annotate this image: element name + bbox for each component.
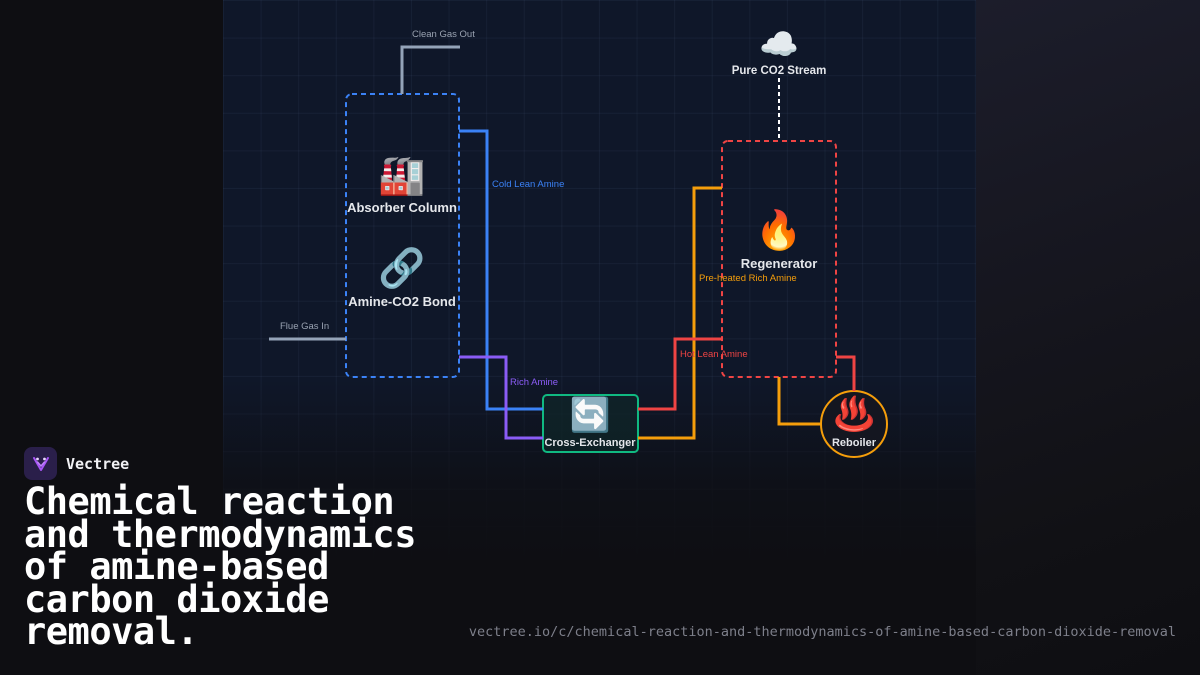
clean-gas-out-line (400, 45, 460, 94)
hot-lean-amine-line (638, 337, 722, 411)
regenerator-label: Regenerator (740, 256, 818, 271)
page-url[interactable]: vectree.io/c/chemical-reaction-and-therm… (468, 624, 1176, 640)
brand-name: Vectree (66, 454, 130, 473)
clean-gas-out-label: Clean Gas Out (412, 29, 475, 40)
background-gradient (976, 0, 1200, 675)
link-icon: 🔗 (378, 246, 426, 290)
cold-lean-amine-line (459, 129, 543, 411)
cross-exchanger-label: Cross-Exchanger (544, 437, 636, 449)
reboiler-return-line (777, 377, 821, 426)
cold-lean-amine-label: Cold Lean Amine (492, 179, 565, 190)
pure-co2-stream-label: Pure CO2 Stream (731, 65, 827, 77)
preheated-rich-amine-line (638, 186, 722, 440)
vectree-logo-icon (24, 447, 57, 480)
cross-exchanger-box (542, 394, 639, 453)
regenerator-reboiler-line (836, 355, 856, 391)
cycle-arrows-icon: 🔄 (569, 395, 611, 434)
hot-springs-icon: ♨️ (833, 394, 875, 433)
absorber-column-box (345, 93, 460, 378)
reboiler-label: Reboiler (831, 437, 877, 449)
factory-icon: 🏭 (378, 153, 426, 197)
regenerator-box (721, 140, 837, 378)
brand: Vectree (24, 447, 129, 480)
fire-icon: 🔥 (755, 208, 803, 252)
amine-co2-bond-label: Amine-CO2 Bond (348, 294, 456, 309)
hot-lean-amine-label: Hot Lean Amine (680, 349, 748, 360)
cloud-icon: ☁️ (759, 25, 799, 63)
rich-amine-label: Rich Amine (510, 377, 559, 388)
rich-amine-line (459, 355, 543, 440)
page-title: Chemical reaction and thermodynamics of … (24, 480, 416, 654)
flue-gas-in-label: Flue Gas In (280, 321, 330, 332)
absorber-column-label: Absorber Column (347, 200, 457, 215)
preheated-rich-amine-label: Pre-heated Rich Amine (699, 273, 797, 284)
